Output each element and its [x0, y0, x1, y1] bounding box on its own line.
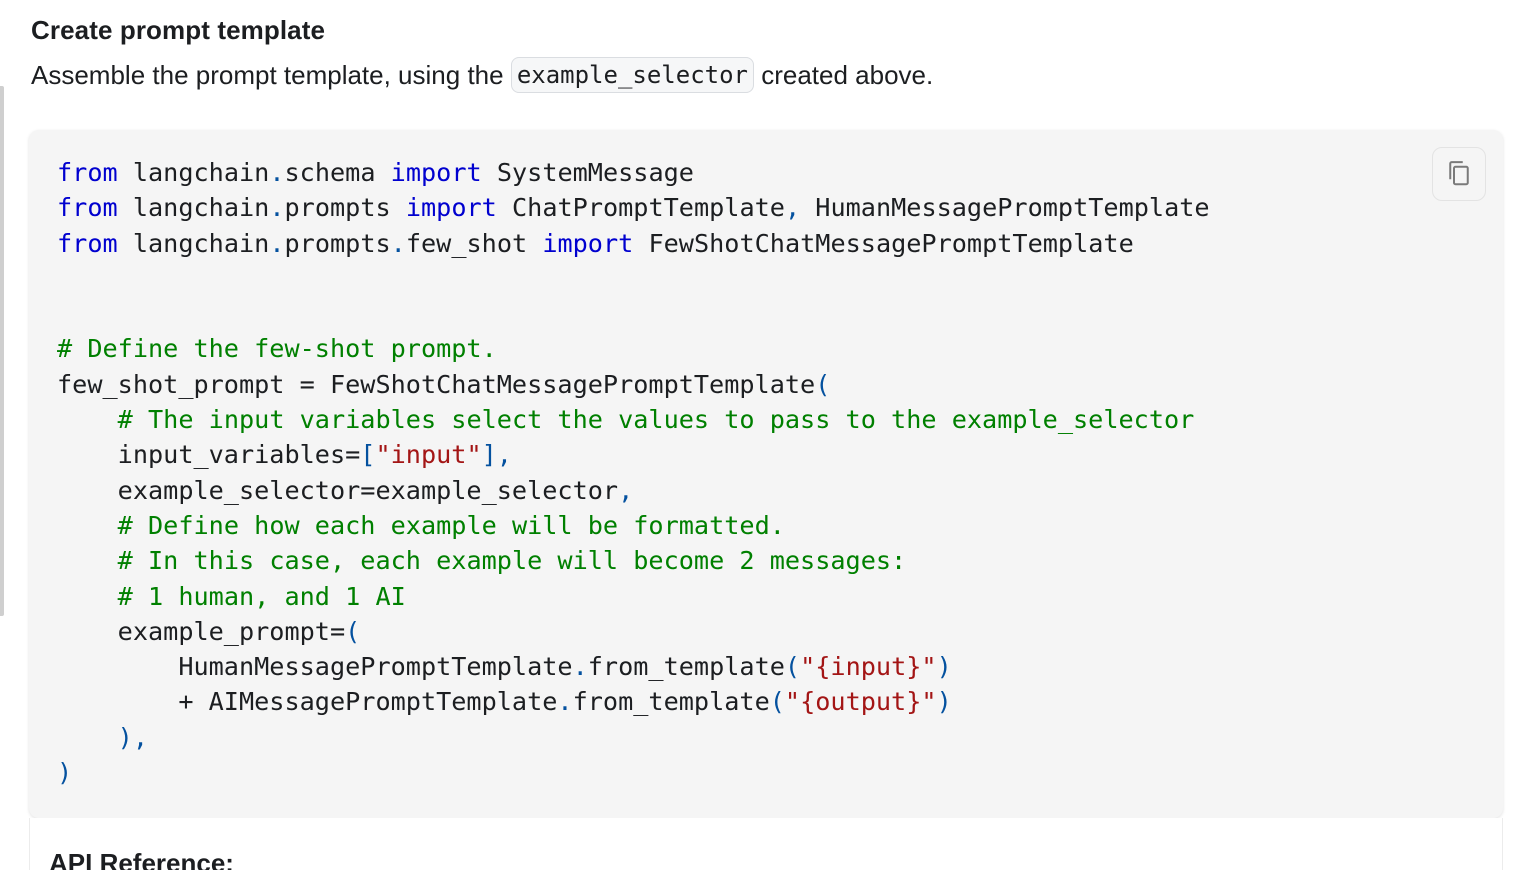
- code-token: schema: [284, 158, 391, 187]
- code-block-container: from langchain.schema import SystemMessa…: [29, 130, 1503, 818]
- intro-text-before: Assemble the prompt template, using the: [31, 60, 511, 90]
- code-token: .: [269, 158, 285, 187]
- copy-code-button[interactable]: [1432, 147, 1486, 201]
- code-token: ,: [784, 193, 801, 223]
- code-token: import: [542, 228, 634, 258]
- code-line: ),: [57, 720, 1210, 755]
- code-line: from langchain.prompts import ChatPrompt…: [57, 190, 1210, 225]
- code-line: # The input variables select the values …: [57, 402, 1210, 437]
- code-token: input_variables=: [57, 440, 361, 470]
- code-token: ],: [481, 440, 512, 470]
- code-token: .: [269, 228, 285, 258]
- code-line: [57, 296, 1210, 331]
- code-token: [57, 511, 118, 540]
- code-token: (: [815, 369, 831, 399]
- code-token: [: [360, 440, 376, 470]
- code-block[interactable]: from langchain.schema import SystemMessa…: [57, 155, 1210, 790]
- code-line: few_shot_prompt = FewShotChatMessageProm…: [57, 367, 1210, 402]
- code-token: HumanMessagePromptTemplate: [800, 193, 1210, 223]
- code-line: HumanMessagePromptTemplate.from_template…: [57, 649, 1210, 684]
- code-line: input_variables=["input"],: [57, 437, 1210, 472]
- code-line: # 1 human, and 1 AI: [57, 579, 1210, 614]
- inline-code-example-selector: example_selector: [510, 57, 754, 93]
- code-line: # Define the few-shot prompt.: [57, 331, 1210, 366]
- code-token: ): [57, 758, 73, 788]
- code-line: [57, 261, 1210, 296]
- api-reference-title: API Reference:: [49, 848, 234, 870]
- code-token: prompts: [284, 193, 406, 223]
- code-token: [57, 723, 118, 752]
- code-token: from_template: [572, 687, 770, 717]
- code-token: # 1 human, and 1 AI: [117, 581, 406, 611]
- code-token: .: [390, 228, 406, 258]
- code-token: import: [390, 158, 482, 187]
- code-token: # Define how each example will be format…: [117, 510, 785, 540]
- code-token: "{input}": [800, 652, 937, 682]
- section-title: Create prompt template: [31, 15, 326, 45]
- code-line: from langchain.schema import SystemMessa…: [57, 155, 1210, 190]
- code-token: ): [936, 687, 952, 717]
- code-token: .: [269, 193, 285, 223]
- code-line: from langchain.prompts.few_shot import F…: [57, 226, 1210, 261]
- code-token: from: [57, 158, 118, 187]
- code-line: example_selector=example_selector,: [57, 473, 1210, 508]
- code-token: ,: [618, 475, 634, 505]
- code-token: langchain: [117, 158, 270, 187]
- code-token: from: [57, 193, 118, 223]
- code-token: [57, 546, 118, 575]
- code-token: example_selector=example_selector: [57, 475, 619, 505]
- code-token: .: [572, 652, 588, 682]
- code-token: ChatPromptTemplate: [496, 193, 785, 223]
- code-token: import: [405, 193, 497, 223]
- code-token: .: [557, 687, 573, 717]
- code-token: HumanMessagePromptTemplate: [57, 652, 573, 682]
- code-token: from_template: [587, 652, 785, 682]
- code-token: # Define the few-shot prompt.: [57, 334, 497, 364]
- code-line: example_prompt=(: [57, 614, 1210, 649]
- code-token: from: [57, 228, 118, 258]
- code-token: langchain: [117, 193, 270, 223]
- code-token: + AIMessagePromptTemplate: [57, 687, 558, 717]
- code-token: FewShotChatMessagePromptTemplate: [633, 228, 1134, 258]
- code-token: "{output}": [784, 687, 937, 717]
- code-token: prompts: [284, 228, 391, 258]
- code-line: ): [57, 755, 1210, 790]
- code-token: langchain: [117, 228, 270, 258]
- code-token: (: [345, 616, 361, 646]
- code-token: # In this case, each example will become…: [117, 546, 907, 576]
- code-token: SystemMessage: [481, 158, 694, 187]
- intro-text-after: created above.: [754, 60, 934, 90]
- code-token: [57, 582, 118, 611]
- code-token: # The input variables select the values …: [117, 405, 1195, 435]
- code-line: + AIMessagePromptTemplate.from_template(…: [57, 684, 1210, 719]
- code-token: few_shot_prompt = FewShotChatMessageProm…: [57, 369, 816, 399]
- code-token: ),: [117, 722, 149, 752]
- code-token: "input": [375, 440, 482, 470]
- code-line: # In this case, each example will become…: [57, 543, 1210, 578]
- code-line: # Define how each example will be format…: [57, 508, 1210, 543]
- code-token: few_shot: [405, 228, 543, 258]
- copy-icon: [1444, 158, 1474, 191]
- code-token: [57, 405, 118, 434]
- api-reference-panel: API Reference:: [29, 818, 1503, 870]
- section-intro: Assemble the prompt template, using the …: [31, 56, 933, 94]
- left-rail: [0, 86, 4, 616]
- code-token: example_prompt=: [57, 616, 346, 646]
- code-token: (: [769, 687, 785, 717]
- code-token: ): [936, 652, 952, 682]
- code-token: (: [784, 652, 801, 682]
